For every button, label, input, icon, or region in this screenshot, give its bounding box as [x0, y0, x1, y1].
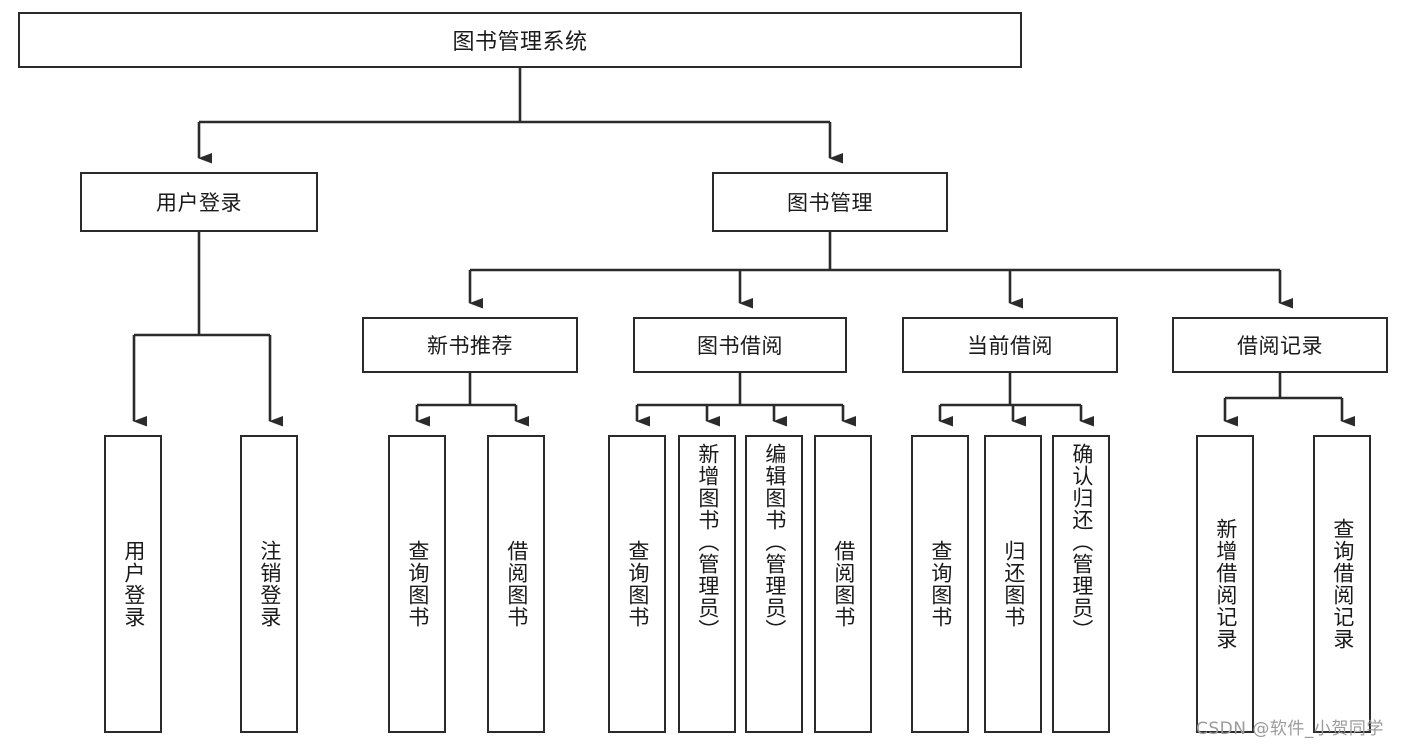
node-borrow-record-label: 借阅记录 [1237, 334, 1323, 358]
node-leaf-user-login[interactable]: 用户登录 [104, 435, 162, 733]
node-leaf-logout-login[interactable]: 注销登录 [240, 435, 298, 733]
node-leaf-query-borrow-record[interactable]: 查询借阅记录 [1313, 435, 1371, 733]
node-root-label: 图书管理系统 [452, 30, 588, 55]
node-book-manage[interactable]: 图书管理 [712, 172, 948, 232]
node-book-borrow[interactable]: 图书借阅 [633, 317, 847, 373]
node-leaf-borrow-book-borrow[interactable]: 借阅图书 [814, 435, 872, 733]
node-root[interactable]: 图书管理系统 [18, 12, 1022, 68]
node-book-borrow-label: 图书借阅 [697, 334, 783, 358]
node-leaf-edit-book-admin[interactable]: 编辑图书（管理员） [745, 435, 803, 733]
node-leaf-query-book-current[interactable]: 查询图书 [911, 435, 969, 733]
node-leaf-confirm-return-admin[interactable]: 确认归还（管理员） [1052, 435, 1110, 733]
node-leaf-user-login-label: 用户登录 [121, 540, 146, 628]
csdn-watermark: CSDN @软件_小贺同学 [1196, 719, 1384, 739]
node-book-manage-label: 图书管理 [787, 191, 873, 215]
node-leaf-query-borrow-record-label: 查询借阅记录 [1330, 518, 1355, 650]
node-leaf-add-borrow-record[interactable]: 新增借阅记录 [1196, 435, 1254, 733]
node-leaf-query-book-recommend-label: 查询图书 [405, 540, 430, 628]
node-leaf-query-book-borrow-label: 查询图书 [625, 540, 650, 628]
node-current-borrow[interactable]: 当前借阅 [902, 317, 1118, 373]
node-current-borrow-label: 当前借阅 [967, 334, 1053, 358]
node-leaf-add-book-admin-label: 新增图书（管理员） [695, 443, 720, 641]
node-leaf-borrow-book-recommend-label: 借阅图书 [504, 540, 529, 628]
node-leaf-add-borrow-record-label: 新增借阅记录 [1213, 518, 1238, 650]
node-leaf-query-book-recommend[interactable]: 查询图书 [388, 435, 446, 733]
node-new-book-recommend-label: 新书推荐 [427, 334, 513, 358]
node-leaf-query-book-borrow[interactable]: 查询图书 [608, 435, 666, 733]
node-leaf-edit-book-admin-label: 编辑图书（管理员） [762, 443, 787, 641]
node-leaf-confirm-return-admin-label: 确认归还（管理员） [1069, 443, 1094, 641]
node-user-login-label: 用户登录 [156, 191, 242, 215]
node-user-login[interactable]: 用户登录 [80, 172, 318, 232]
node-new-book-recommend[interactable]: 新书推荐 [362, 317, 578, 373]
node-leaf-borrow-book-recommend[interactable]: 借阅图书 [487, 435, 545, 733]
node-borrow-record[interactable]: 借阅记录 [1172, 317, 1388, 373]
node-leaf-borrow-book-borrow-label: 借阅图书 [831, 540, 856, 628]
node-leaf-add-book-admin[interactable]: 新增图书（管理员） [678, 435, 736, 733]
node-leaf-logout-login-label: 注销登录 [257, 540, 282, 628]
node-leaf-return-book-label: 归还图书 [1001, 540, 1026, 628]
node-leaf-query-book-current-label: 查询图书 [928, 540, 953, 628]
node-leaf-return-book[interactable]: 归还图书 [984, 435, 1042, 733]
